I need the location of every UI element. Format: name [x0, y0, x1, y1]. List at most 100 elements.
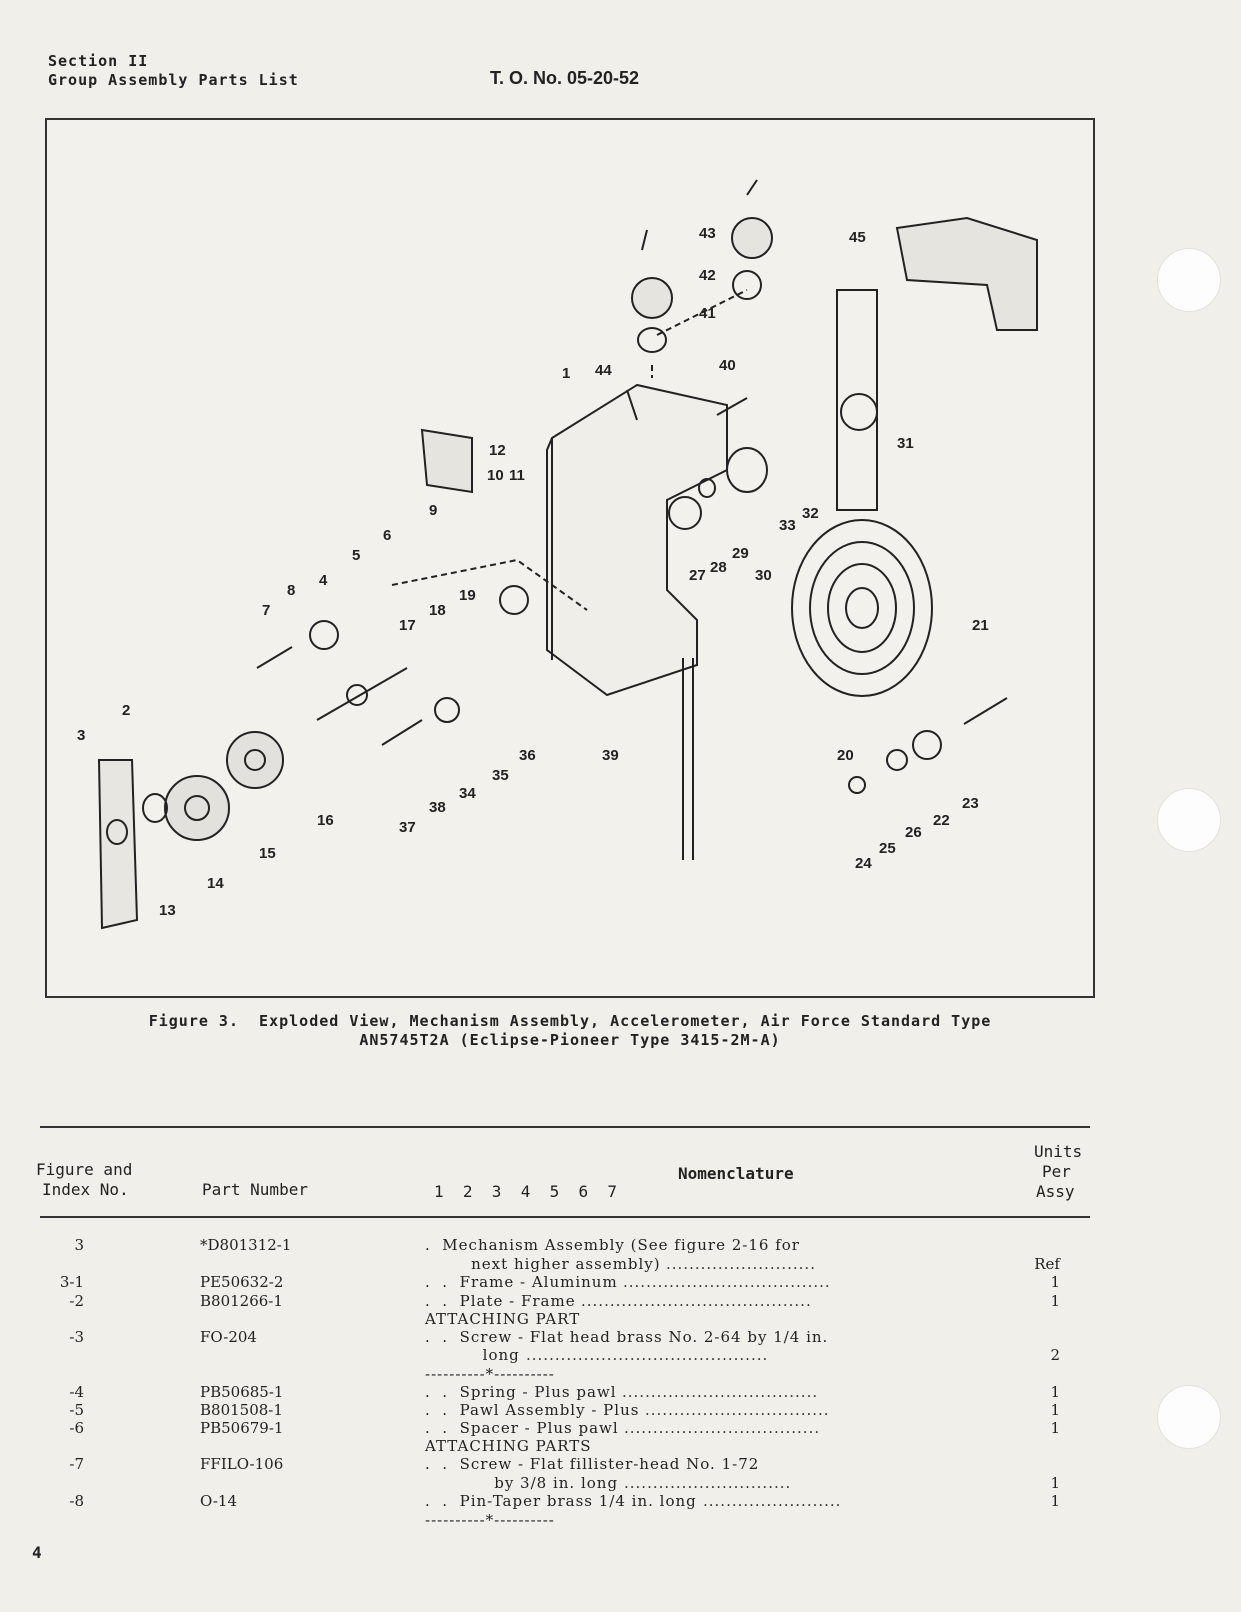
callout-label-30: 30 [755, 567, 772, 584]
callout-label-36: 36 [519, 747, 536, 764]
callout-label-44: 44 [595, 362, 612, 379]
callout-label-5: 5 [352, 547, 360, 564]
units-per-assembly: 1 [1050, 1492, 1060, 1510]
table-row: ----------*---------- [40, 1511, 1090, 1529]
nomenclature: ----------*---------- [425, 1365, 555, 1383]
col-header-units-3: Assy [1036, 1182, 1075, 1201]
callout-label-18: 18 [429, 602, 446, 619]
index-number: -3 [69, 1328, 84, 1346]
callout-label-42: 42 [699, 267, 716, 284]
callout-label-17: 17 [399, 617, 416, 634]
index-number: -6 [69, 1419, 84, 1437]
punch-hole [1157, 788, 1221, 852]
col-header-units-1: Units [1034, 1142, 1083, 1161]
callout-label-9: 9 [429, 502, 437, 519]
col-header-nomenclature: Nomenclature [678, 1164, 794, 1183]
units-per-assembly: 1 [1050, 1474, 1060, 1492]
callout-label-25: 25 [879, 840, 896, 857]
leader-dots: ........................ [703, 1492, 842, 1510]
part-number: O-14 [200, 1492, 238, 1510]
callout-label-1: 1 [562, 365, 570, 382]
table-row: ATTACHING PART [40, 1310, 1090, 1328]
leader-dots: .................................. [624, 1419, 821, 1437]
leader-dots: ........................................… [526, 1346, 769, 1364]
callout-label-23: 23 [962, 795, 979, 812]
leader-dots: .................................... [623, 1273, 831, 1291]
callout-label-27: 27 [689, 567, 706, 584]
callout-label-22: 22 [933, 812, 950, 829]
table-header-rule [40, 1216, 1090, 1218]
units-per-assembly: 1 [1050, 1419, 1060, 1437]
table-row: ATTACHING PARTS [40, 1437, 1090, 1455]
index-number: -7 [69, 1455, 84, 1473]
technical-order-number: T. O. No. 05-20-52 [490, 68, 640, 88]
callout-label-40: 40 [719, 357, 736, 374]
callout-label-41: 41 [699, 305, 716, 322]
callout-label-15: 15 [259, 845, 276, 862]
leader-dots: .......................... [666, 1255, 816, 1273]
figure-caption: Figure 3. Exploded View, Mechanism Assem… [60, 1012, 1080, 1050]
callout-label-4: 4 [319, 572, 328, 589]
index-number: 3-1 [59, 1273, 84, 1291]
callout-label-20: 20 [837, 747, 854, 764]
nomenclature: . . Plate - Frame [425, 1292, 582, 1310]
part-number: PB50679-1 [200, 1419, 284, 1437]
nomenclature: . . Pawl Assembly - Plus [425, 1401, 646, 1419]
callout-label-33: 33 [779, 517, 796, 534]
table-row: -8 O-14 . . Pin-Taper brass 1/4 in. long .… [40, 1492, 1090, 1510]
callout-label-43: 43 [699, 225, 716, 242]
section-label: Section II [48, 52, 149, 70]
nomenclature: . . Spacer - Plus pawl [425, 1419, 625, 1437]
units-per-assembly: 1 [1050, 1401, 1060, 1419]
callout-label-7: 7 [262, 602, 270, 619]
table-row: next higher assembly) ..................… [40, 1255, 1090, 1273]
leader-dots: ........................................ [581, 1292, 812, 1310]
callout-label-39: 39 [602, 747, 619, 764]
index-number: -2 [69, 1292, 84, 1310]
nomenclature: . . Pin-Taper brass 1/4 in. long [425, 1492, 703, 1510]
callout-label-29: 29 [732, 545, 749, 562]
nomenclature: long [425, 1346, 526, 1364]
table-row: long ...................................… [40, 1346, 1090, 1364]
nomenclature: . . Spring - Plus pawl [425, 1383, 623, 1401]
col-header-figure-index-1: Figure and [36, 1160, 133, 1179]
table-row: ----------*---------- [40, 1365, 1090, 1383]
callout-label-45: 45 [849, 229, 866, 246]
callout-label-13: 13 [159, 902, 176, 919]
units-per-assembly: Ref [1034, 1255, 1060, 1273]
table-row: -6 PB50679-1 . . Spacer - Plus pawl ......… [40, 1419, 1090, 1437]
punch-hole [1157, 1385, 1221, 1449]
callout-label-26: 26 [905, 824, 922, 841]
nomenclature: . Mechanism Assembly (See figure 2-16 fo… [425, 1236, 800, 1254]
callout-label-14: 14 [207, 875, 224, 892]
col-header-units-2: Per [1042, 1162, 1071, 1181]
callout-label-37: 37 [399, 819, 416, 836]
index-number: -8 [69, 1492, 84, 1510]
nomenclature: . . Screw - Flat head brass No. 2-64 by … [425, 1328, 829, 1346]
nomenclature: ATTACHING PARTS [425, 1437, 592, 1455]
callout-label-6: 6 [383, 527, 391, 544]
index-number: 3 [74, 1236, 84, 1254]
callout-label-32: 32 [802, 505, 819, 522]
nomenclature: next higher assembly) [425, 1255, 667, 1273]
index-number: -5 [69, 1401, 84, 1419]
page-header-left: Section II Group Assembly Parts List [48, 52, 299, 90]
callout-label-10: 10 [487, 467, 504, 484]
callout-label-31: 31 [897, 435, 914, 452]
units-per-assembly: 1 [1050, 1383, 1060, 1401]
callout-label-28: 28 [710, 559, 727, 576]
callout-label-24: 24 [855, 855, 872, 872]
table-top-rule [40, 1126, 1090, 1128]
part-number: *D801312-1 [200, 1236, 292, 1254]
caption-line-2: AN5745T2A (Eclipse-Pioneer Type 3415-2M-… [359, 1031, 781, 1049]
leader-dots: ............................. [624, 1474, 792, 1492]
nomenclature: . . Screw - Flat fillister-head No. 1-72 [425, 1455, 760, 1473]
callout-label-19: 19 [459, 587, 476, 604]
callout-label-35: 35 [492, 767, 509, 784]
